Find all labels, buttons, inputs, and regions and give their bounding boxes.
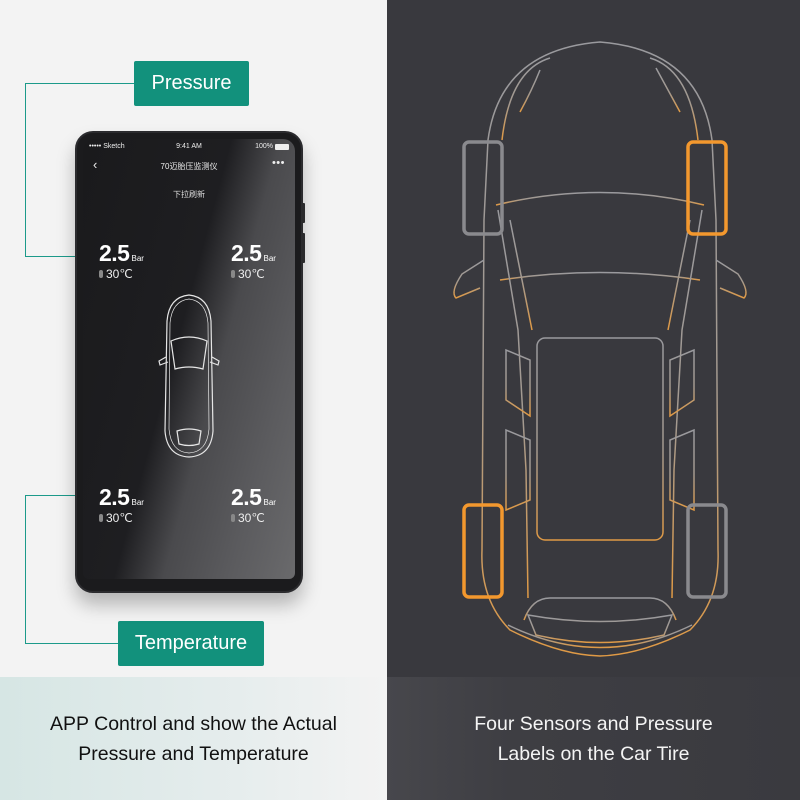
- pressure-unit: Bar: [131, 254, 144, 263]
- pressure-value: 2.5: [99, 484, 130, 510]
- temperature-connector-h-top: [25, 495, 95, 496]
- app-title: 70迈胎压监测仪: [160, 162, 218, 171]
- pressure-connector-h-bottom: [25, 256, 95, 257]
- phone-mockup: ••••• Sketch 9:41 AM 100% ‹ 70迈胎压监测仪 •••…: [75, 131, 305, 593]
- phone-side-button: [302, 233, 305, 263]
- phone-screen: ••••• Sketch 9:41 AM 100% ‹ 70迈胎压监测仪 •••…: [83, 139, 295, 579]
- pressure-connector-v: [25, 83, 26, 257]
- pressure-value: 2.5: [231, 484, 262, 510]
- car-topview-icon: [158, 294, 220, 458]
- thermometer-icon: [99, 270, 103, 278]
- pressure-label-text: Pressure: [151, 72, 232, 94]
- temperature-value: 30℃: [238, 267, 265, 281]
- battery-percent: 100%: [255, 143, 273, 150]
- battery-status: 100%: [255, 143, 289, 150]
- pressure-connector-h-top: [25, 83, 134, 84]
- temperature-label-text: Temperature: [134, 632, 248, 654]
- carrier-text: ••••• Sketch: [89, 143, 125, 150]
- pressure-label: Pressure: [134, 61, 249, 106]
- temperature-value: 30℃: [106, 511, 133, 525]
- right-caption-line1: Four Sensors and Pressure: [474, 712, 713, 735]
- left-caption: APP Control and show the Actual Pressure…: [0, 677, 387, 800]
- pressure-unit: Bar: [263, 254, 276, 263]
- pressure-value: 2.5: [231, 240, 262, 266]
- pressure-unit: Bar: [131, 498, 144, 507]
- more-options-icon[interactable]: •••: [271, 157, 285, 169]
- back-icon[interactable]: ‹: [93, 157, 98, 172]
- pressure-unit: Bar: [263, 498, 276, 507]
- temperature-label: Temperature: [118, 621, 264, 666]
- car-outline-illustration: [453, 41, 747, 657]
- status-time: 9:41 AM: [176, 143, 202, 150]
- status-bar: ••••• Sketch 9:41 AM 100%: [83, 141, 295, 153]
- left-caption-line2: Pressure and Temperature: [78, 742, 309, 765]
- thermometer-icon: [231, 270, 235, 278]
- phone-side-button: [302, 203, 305, 223]
- sensor-rear-left: [462, 503, 504, 599]
- battery-icon: [275, 143, 289, 150]
- sensor-rear-right: [686, 503, 728, 599]
- thermometer-icon: [231, 514, 235, 522]
- thermometer-icon: [99, 514, 103, 522]
- left-caption-line1: APP Control and show the Actual: [50, 712, 337, 735]
- sensor-front-right: [686, 140, 728, 236]
- temperature-connector-h-bottom: [25, 643, 118, 644]
- temperature-value: 30℃: [238, 511, 265, 525]
- temperature-connector-v: [25, 495, 26, 643]
- pressure-value: 2.5: [99, 240, 130, 266]
- right-caption: Four Sensors and Pressure Labels on the …: [387, 677, 800, 800]
- right-caption-line2: Labels on the Car Tire: [497, 742, 690, 765]
- phone-chin: [83, 579, 295, 587]
- pull-to-refresh-hint: 下拉刷新: [173, 190, 205, 199]
- nav-bar: ‹ 70迈胎压监测仪 •••: [83, 157, 295, 177]
- sensor-front-left: [462, 140, 504, 236]
- temperature-value: 30℃: [106, 267, 133, 281]
